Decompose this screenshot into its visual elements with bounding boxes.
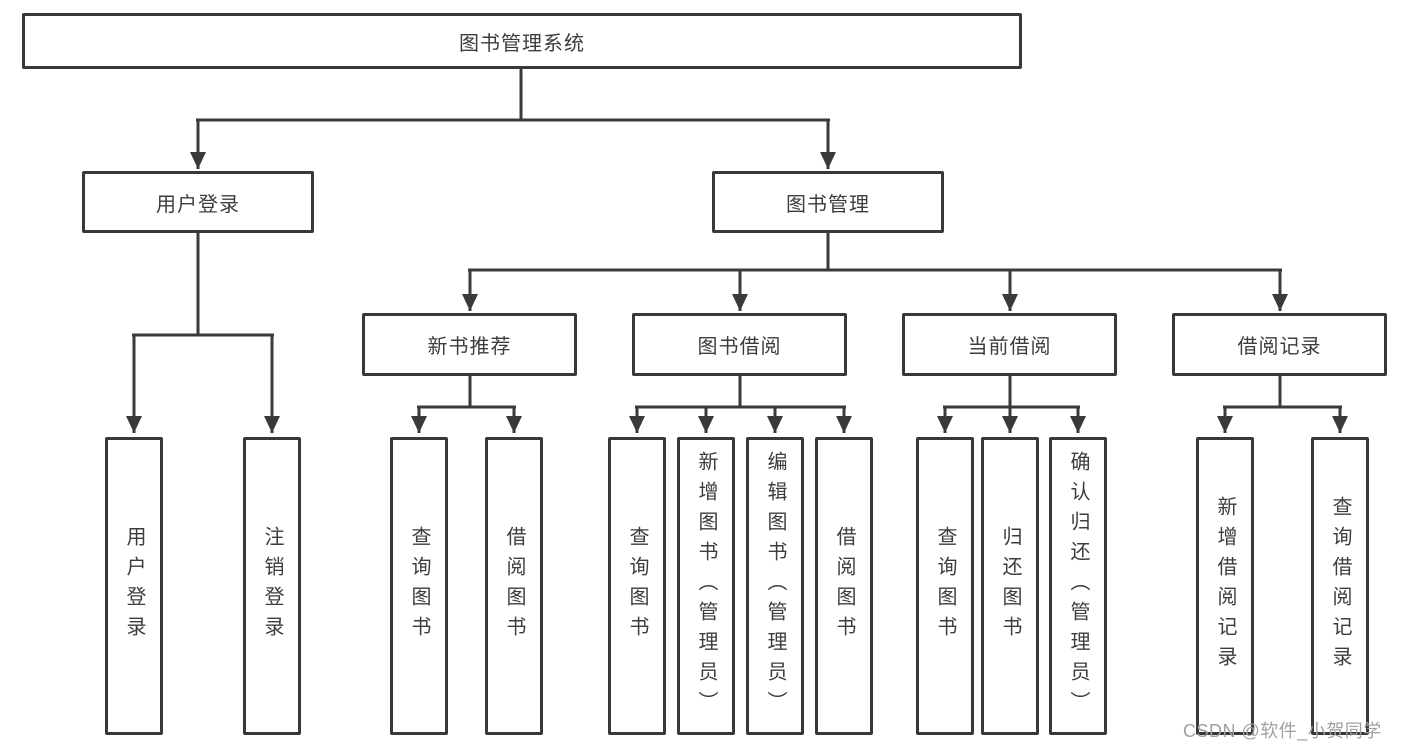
leaf-add-books-admin: 新增图书（管理员） xyxy=(677,437,735,735)
connector-book-borrowing-to-leaves xyxy=(629,376,852,433)
leaf-label: 查询借阅记录 xyxy=(1329,496,1351,676)
node-label: 借阅记录 xyxy=(1237,336,1322,358)
leaf-label: 用户登录 xyxy=(123,526,145,646)
connector-new-book-to-leaves xyxy=(411,376,522,433)
leaf-label: 注销登录 xyxy=(261,526,283,646)
leaf-label: 查询图书 xyxy=(934,526,956,646)
leaf-borrow-books: 借阅图书 xyxy=(815,437,873,735)
leaf-label: 新增借阅记录 xyxy=(1214,496,1236,676)
leaf-label: 归还图书 xyxy=(999,526,1021,646)
node-new-book-recommendation: 新书推荐 xyxy=(362,313,577,376)
connector-root-to-level2 xyxy=(190,69,836,169)
leaf-label: 查询图书 xyxy=(408,526,430,646)
node-book-borrowing: 图书借阅 xyxy=(632,313,847,376)
node-label: 图书借阅 xyxy=(697,336,782,358)
connector-borrow-records-to-leaves xyxy=(1217,376,1348,433)
leaf-query-borrow-record: 查询借阅记录 xyxy=(1311,437,1369,735)
leaf-return-books: 归还图书 xyxy=(981,437,1039,735)
watermark: CSDN @软件_小贺同学 xyxy=(1183,721,1382,741)
leaf-query-books-borrowing: 查询图书 xyxy=(608,437,666,735)
leaf-edit-books-admin: 编辑图书（管理员） xyxy=(746,437,804,735)
leaf-borrow-books-recommend: 借阅图书 xyxy=(485,437,543,735)
leaf-user-login: 用户登录 xyxy=(105,437,163,735)
leaf-query-books-recommend: 查询图书 xyxy=(390,437,448,735)
leaf-logout: 注销登录 xyxy=(243,437,301,735)
leaf-query-books-current: 查询图书 xyxy=(916,437,974,735)
node-user-login: 用户登录 xyxy=(82,171,314,233)
leaf-label: 编辑图书（管理员） xyxy=(764,451,786,721)
connector-book-management-to-level3 xyxy=(462,233,1288,311)
node-label: 用户登录 xyxy=(156,193,240,216)
leaf-add-borrow-record: 新增借阅记录 xyxy=(1196,437,1254,735)
leaf-label: 查询图书 xyxy=(626,526,648,646)
leaf-confirm-return-admin: 确认归还（管理员） xyxy=(1049,437,1107,735)
leaf-label: 借阅图书 xyxy=(503,526,525,646)
node-book-management: 图书管理 xyxy=(712,171,944,233)
node-label: 图书管理 xyxy=(786,193,870,216)
leaf-label: 借阅图书 xyxy=(833,526,855,646)
leaf-label: 新增图书（管理员） xyxy=(695,451,717,721)
node-borrowing-records: 借阅记录 xyxy=(1172,313,1387,376)
connector-current-borrowing-to-leaves xyxy=(937,376,1086,433)
connector-user-login-to-leaves xyxy=(126,233,280,433)
node-label: 图书管理系统 xyxy=(459,32,585,55)
leaf-label: 确认归还（管理员） xyxy=(1067,451,1089,721)
node-label: 当前借阅 xyxy=(967,336,1052,358)
node-label: 新书推荐 xyxy=(427,336,512,358)
node-current-borrowing: 当前借阅 xyxy=(902,313,1117,376)
node-library-management-system: 图书管理系统 xyxy=(22,13,1022,69)
